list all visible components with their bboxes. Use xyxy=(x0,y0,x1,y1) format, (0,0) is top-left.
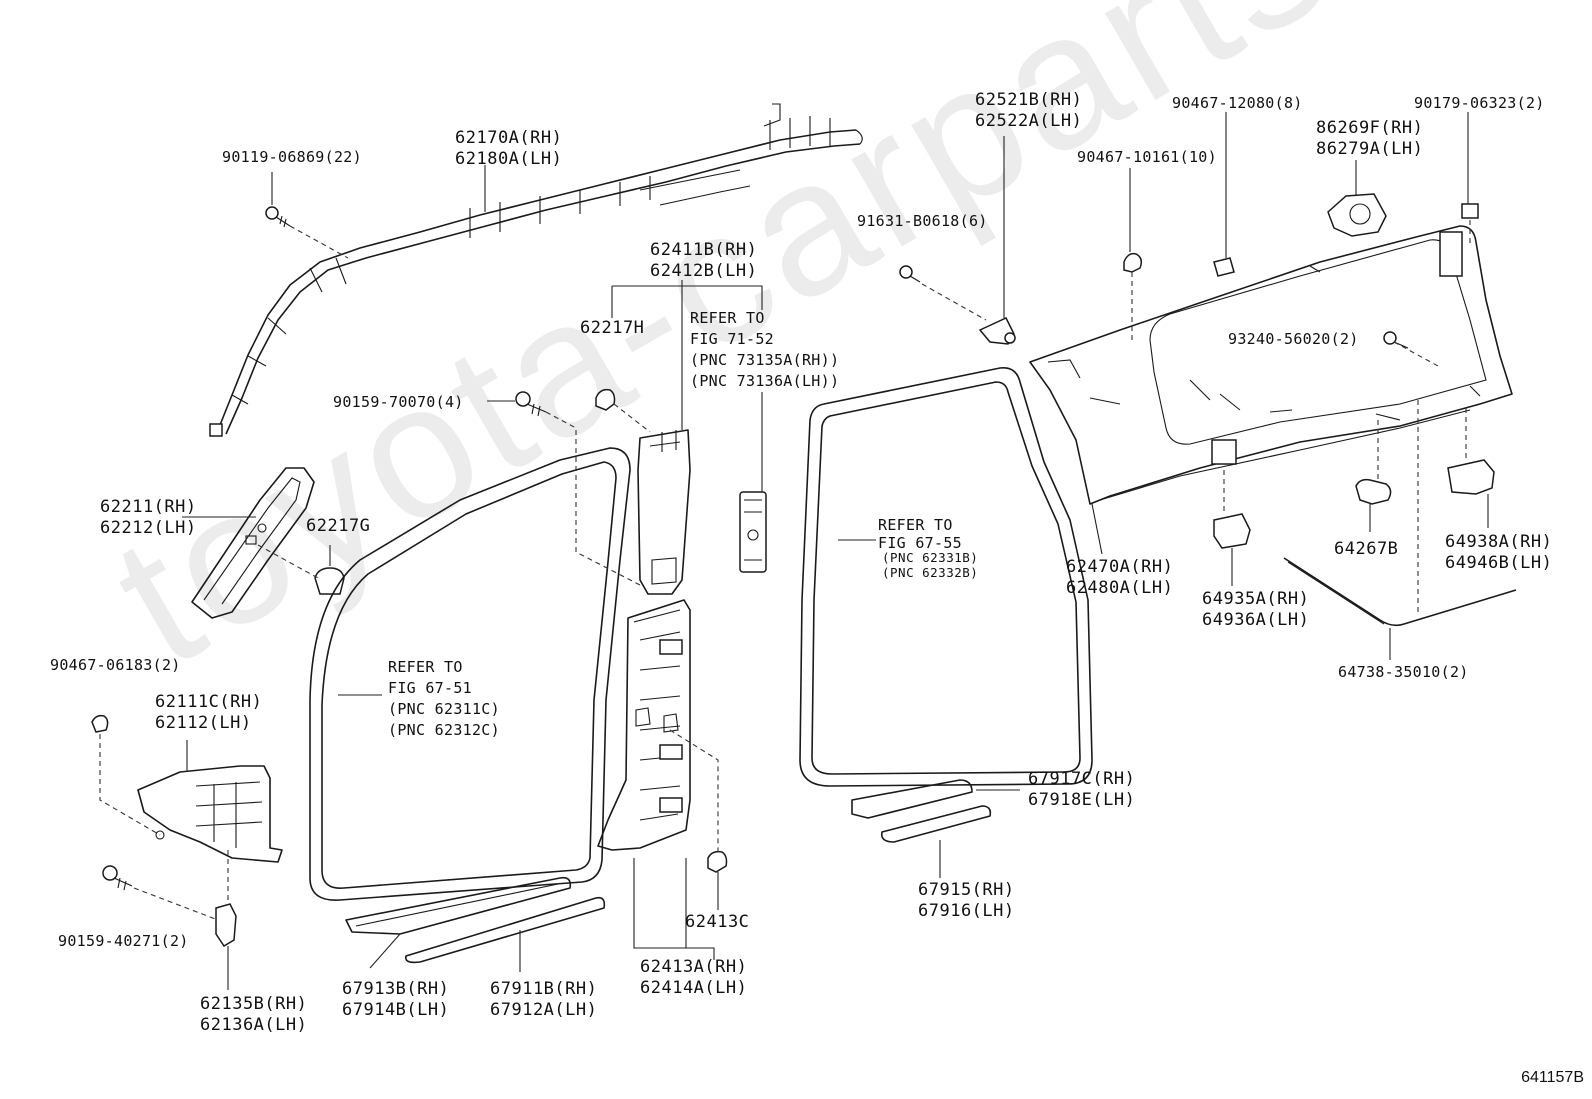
rear-scuff-plate xyxy=(851,779,1020,878)
label-64938a: 64938A(RH) 64946B(LH) xyxy=(1445,532,1553,573)
screw-90159-70070 xyxy=(487,391,641,586)
center-pillar-lower xyxy=(597,599,715,960)
center-pillar-upper xyxy=(611,280,763,595)
assist-handle xyxy=(739,392,767,573)
label-64935a: 64935A(RH) 64936A(LH) xyxy=(1202,589,1310,630)
trim-strip-64738 xyxy=(1283,400,1517,660)
cowl-side-trim xyxy=(137,740,283,863)
bracket-62135b xyxy=(215,850,237,990)
label-86269f: 86269F(RH) 86279A(LH) xyxy=(1316,118,1424,159)
screw-93240 xyxy=(1383,331,1439,367)
label-67911b: 67911B(RH) 67912A(LH) xyxy=(490,979,598,1020)
cover-64938a xyxy=(1447,408,1495,528)
label-62211: 62211(RH) 62212(LH) xyxy=(100,497,197,538)
label-90119-06869: 90119-06869(22) xyxy=(222,148,362,166)
label-62170a: 62170A(RH) 62180A(LH) xyxy=(455,128,563,169)
label-62217h: 62217H xyxy=(580,318,645,338)
label-90467-10161: 90467-10161(10) xyxy=(1077,148,1217,166)
screw-90119 xyxy=(265,172,349,259)
clip-90467-10161 xyxy=(1123,168,1143,340)
label-90159-40271: 90159-40271(2) xyxy=(58,932,189,950)
label-90159-70070: 90159-70070(4) xyxy=(333,393,464,411)
bracket-62521b xyxy=(978,136,1016,345)
label-67915: 67915(RH) 67916(LH) xyxy=(918,880,1015,921)
label-62413c: 62413C xyxy=(685,912,750,932)
front-pillar-garnish xyxy=(182,467,315,619)
label-64738-35010: 64738-35010(2) xyxy=(1338,663,1469,681)
label-67913b: 67913B(RH) 67914B(LH) xyxy=(342,979,450,1020)
screw-91631 xyxy=(899,265,987,321)
label-refer-67-51: REFER TO FIG 67-51 (PNC 62311C) (PNC 623… xyxy=(388,658,500,739)
label-refer-71-52: REFER TO FIG 71-52 (PNC 73135A(RH)) (PNC… xyxy=(690,309,840,390)
label-91631-b0618: 91631-B0618(6) xyxy=(857,212,988,230)
figure-number: 641157B xyxy=(1521,1069,1584,1086)
label-62521b: 62521B(RH) 62522A(LH) xyxy=(975,90,1083,131)
label-62135b: 62135B(RH) 62136A(LH) xyxy=(200,994,308,1035)
label-62111c: 62111C(RH) 62112(LH) xyxy=(155,692,263,733)
clip-62217g xyxy=(257,544,345,595)
clip-64267b xyxy=(1355,420,1392,532)
front-door-weatherstrip xyxy=(309,447,631,901)
clip-90179 xyxy=(1461,112,1479,244)
label-refer-67-55: REFER TO FIG 67-55 xyxy=(878,516,962,552)
label-90467-06183: 90467-06183(2) xyxy=(50,656,181,674)
clip-90467-06183 xyxy=(91,714,161,836)
speaker-cover xyxy=(1327,160,1387,237)
curtain-airbag xyxy=(209,103,863,437)
label-62413a: 62413A(RH) 62414A(LH) xyxy=(640,957,748,998)
label-90467-12080: 90467-12080(8) xyxy=(1172,94,1303,112)
clip-62217h xyxy=(595,388,651,433)
screw-90159-40271 xyxy=(102,865,219,921)
label-62470a: 62470A(RH) 62480A(LH) xyxy=(1066,557,1174,598)
clip-90467-12080 xyxy=(1213,112,1235,277)
label-62411b: 62411B(RH) 62412B(LH) xyxy=(650,240,758,281)
label-67917c: 67917C(RH) 67918E(LH) xyxy=(1028,769,1136,810)
front-scuff-plate xyxy=(345,876,606,972)
label-64267b: 64267B xyxy=(1334,539,1399,559)
label-93240-56020: 93240-56020(2) xyxy=(1228,330,1359,348)
quarter-trim-panel xyxy=(1029,225,1513,555)
label-90179-06323: 90179-06323(2) xyxy=(1414,94,1545,112)
bracket-64935a xyxy=(1213,470,1251,586)
label-refer-67-55-pnc: (PNC 62331B) (PNC 62332B) xyxy=(882,550,979,580)
clip-62413c xyxy=(669,729,728,910)
rear-door-weatherstrip xyxy=(799,366,1093,787)
label-62217g: 62217G xyxy=(306,516,371,536)
